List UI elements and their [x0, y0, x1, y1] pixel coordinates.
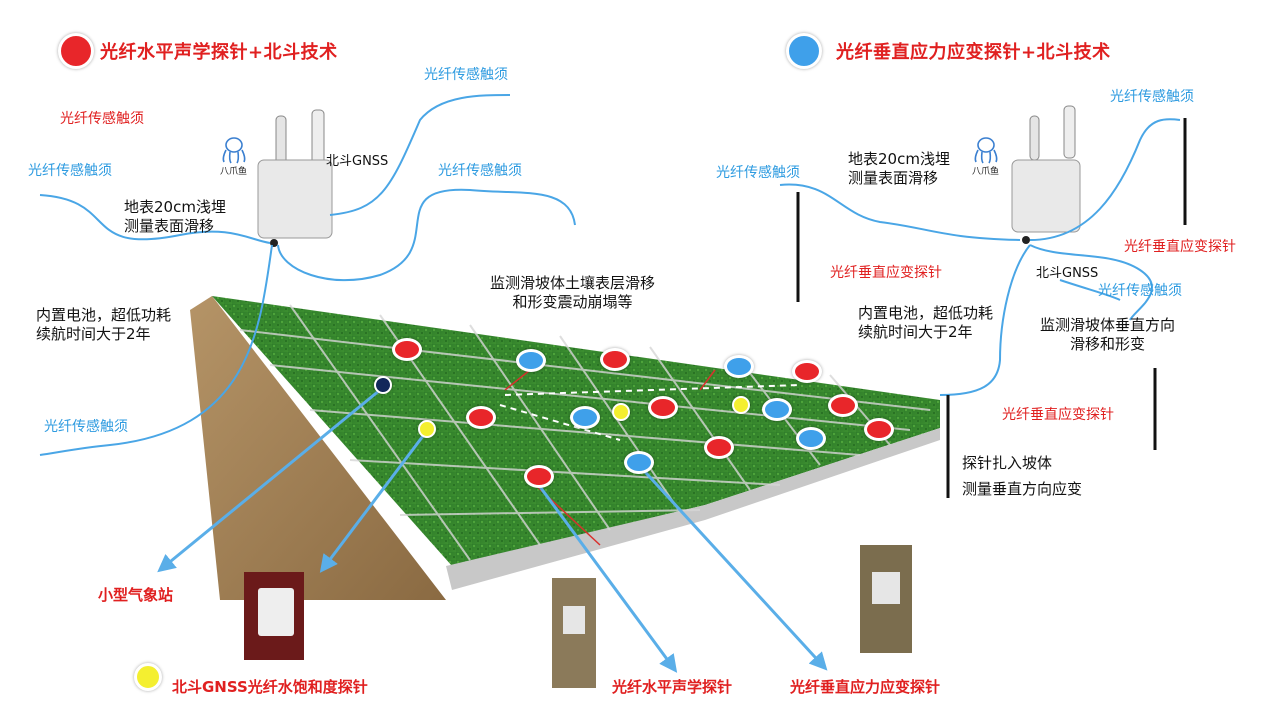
- logo-icon: [222, 137, 998, 164]
- right-whisker-mid-label: 光纤传感触须: [1098, 283, 1182, 299]
- left-battery-note: 内置电池，超低功耗 续航时间大于2年: [36, 306, 171, 344]
- right-probe-right-label: 光纤垂直应变探针: [1124, 239, 1236, 255]
- center-monitor-note: 监测滑坡体土壤表层滑移 和形变震动崩塌等: [490, 274, 655, 312]
- callout-arrows: [157, 388, 828, 673]
- right-battery-line1: 内置电池，超低功耗: [858, 304, 994, 322]
- blue-sensor-dot: [724, 355, 754, 378]
- left-battery-line2: 续航时间大于2年: [36, 325, 151, 343]
- right-insert-line1: 探针扎入坡体: [962, 454, 1053, 472]
- yellow-sensor-dot: [418, 420, 436, 438]
- left-logo-text: 八爪鱼: [220, 167, 248, 177]
- navy-sensor-dot: [374, 376, 392, 394]
- right-fiber-whiskers: [779, 118, 1181, 396]
- right-surface-line1: 地表20cm浅埋: [848, 150, 950, 168]
- red-sensor-dot: [600, 348, 630, 371]
- yellow-sensor-dot: [732, 396, 750, 414]
- slope-base-channel: [446, 428, 940, 590]
- center-monitor-line2: 和形变震动崩塌等: [512, 293, 633, 311]
- legend-red-dot: [58, 33, 94, 69]
- red-sensor-dot: [864, 418, 894, 441]
- blue-sensor-dot: [762, 398, 792, 421]
- red-sensor-dot: [524, 465, 554, 488]
- right-surface-note: 地表20cm浅埋 测量表面滑移: [848, 150, 950, 188]
- left-surface-line2: 测量表面滑移: [124, 217, 215, 235]
- left-surface-note: 地表20cm浅埋 测量表面滑移: [124, 198, 226, 236]
- red-sensor-dot: [648, 396, 678, 419]
- red-sensor-dot: [392, 338, 422, 361]
- right-battery-line2: 续航时间大于2年: [858, 323, 973, 341]
- red-sensor-dot: [704, 436, 734, 459]
- left-surface-line1: 地表20cm浅埋: [124, 198, 226, 216]
- left-fiber-whiskers: [39, 94, 576, 456]
- right-vertical-line1: 监测滑坡体垂直方向: [1040, 316, 1176, 334]
- blue-sensor-dot: [516, 349, 546, 372]
- horizontal-probe-label: 光纤水平声学探针: [612, 678, 733, 696]
- right-whisker-left-label: 光纤传感触须: [716, 165, 800, 181]
- blue-sensor-dot: [624, 451, 654, 474]
- gnss-saturation-label: 北斗GNSS光纤水饱和度探针: [172, 678, 368, 696]
- right-insert-note: 探针扎入坡体 测量垂直方向应变: [962, 450, 1082, 502]
- left-gnss-device: [257, 109, 333, 247]
- left-whisker-red-label: 光纤传感触须: [60, 111, 144, 127]
- weather-station-label: 小型气象站: [98, 586, 174, 604]
- right-insert-line2: 测量垂直方向应变: [962, 480, 1083, 498]
- right-gnss-device: [1011, 105, 1081, 244]
- vertical-probe-lines: [796, 118, 1187, 498]
- right-battery-note: 内置电池，超低功耗 续航时间大于2年: [858, 304, 993, 342]
- legend-blue-dot: [786, 33, 822, 69]
- legend-yellow-dot: [134, 663, 162, 691]
- left-whisker-left-label: 光纤传感触须: [28, 163, 112, 179]
- center-monitor-line1: 监测滑坡体土壤表层滑移: [490, 274, 656, 292]
- red-sensor-dot: [466, 406, 496, 429]
- left-battery-line1: 内置电池，超低功耗: [36, 306, 172, 324]
- blue-sensor-dot: [796, 427, 826, 450]
- left-whisker-right-label: 光纤传感触须: [438, 163, 522, 179]
- right-whisker-top-label: 光纤传感触须: [1110, 89, 1194, 105]
- right-probe-lower-label: 光纤垂直应变探针: [1002, 407, 1114, 423]
- left-whisker-bottom-label: 光纤传感触须: [44, 419, 128, 435]
- legend-left-title: 光纤水平声学探针+北斗技术: [100, 42, 338, 63]
- right-vertical-note: 监测滑坡体垂直方向 滑移和形变: [1040, 316, 1175, 354]
- red-sensor-dot: [828, 394, 858, 417]
- yellow-sensor-dot: [612, 403, 630, 421]
- blue-sensor-dot: [570, 406, 600, 429]
- left-whisker-top-label: 光纤传感触须: [424, 67, 508, 83]
- slope-soil-face: [190, 296, 446, 600]
- left-gnss-label: 北斗GNSS: [326, 154, 389, 169]
- right-vertical-line2: 滑移和形变: [1070, 335, 1146, 353]
- vertical-probe-label: 光纤垂直应力应变探针: [790, 678, 941, 696]
- legend-right-title: 光纤垂直应力应变探针+北斗技术: [836, 42, 1111, 63]
- right-surface-line2: 测量表面滑移: [848, 169, 939, 187]
- right-logo-text: 八爪鱼: [972, 167, 1000, 177]
- right-gnss-label: 北斗GNSS: [1036, 266, 1099, 281]
- right-probe-left-label: 光纤垂直应变探针: [830, 265, 942, 281]
- red-sensor-dot: [792, 360, 822, 383]
